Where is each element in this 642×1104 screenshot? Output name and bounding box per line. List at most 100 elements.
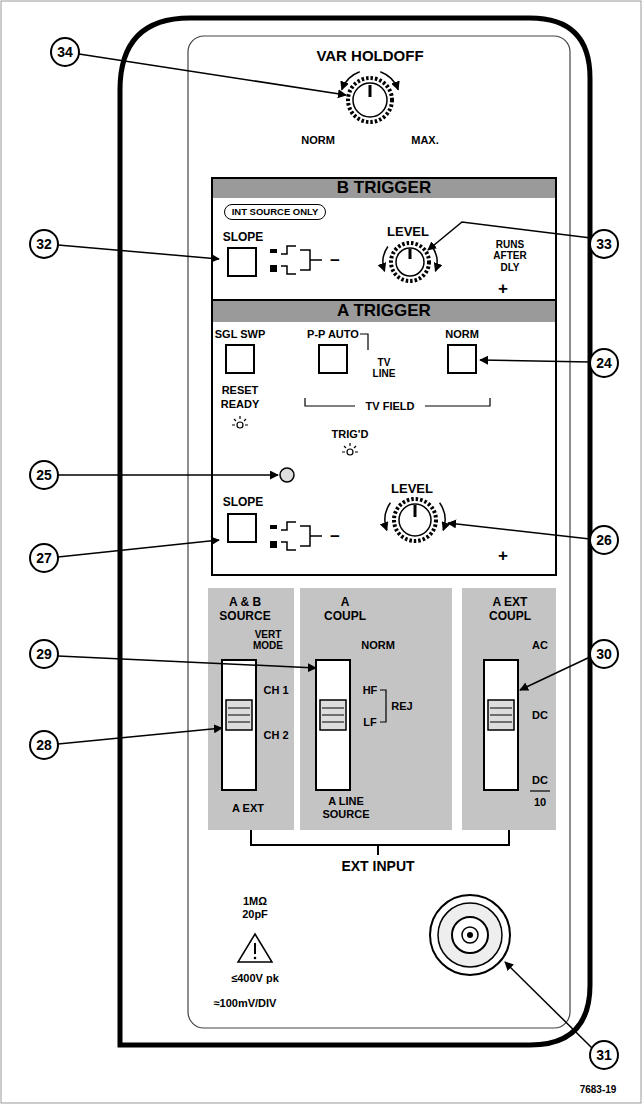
node-text: CH 2 — [263, 729, 288, 742]
leader-line — [58, 245, 219, 259]
reject-bracket — [380, 690, 386, 722]
panel-label: − — [330, 527, 340, 547]
knob-cap — [399, 504, 431, 536]
lamp-rays — [342, 443, 358, 452]
panel-label: RESET — [222, 384, 259, 397]
callout-number: 33 — [596, 236, 612, 252]
header-band — [212, 178, 556, 198]
leader-line — [58, 728, 222, 744]
node-text: HF — [363, 684, 378, 697]
tv-line-bracket — [360, 334, 368, 350]
panel-label: SGL SWP — [215, 328, 266, 341]
node-text: DC — [532, 774, 548, 787]
knob-cap — [353, 83, 387, 117]
panel-label: P-P AUTO — [307, 328, 359, 341]
panel-label: TV FIELD — [366, 400, 415, 413]
leader-line — [520, 657, 590, 690]
lamp-icon — [347, 449, 353, 455]
node-text: AC — [532, 639, 548, 652]
switch-panel: A COUPL NORM HF REJ LF A LINE SOURCE — [300, 588, 452, 830]
panel-label: ≈100mV/DIV — [214, 997, 277, 1010]
leader-line — [505, 962, 592, 1048]
bnc-ring — [452, 917, 488, 953]
bnc-ring — [462, 927, 478, 943]
leader-line — [79, 54, 346, 95]
switch-panel-ground — [300, 588, 452, 830]
callout-number: 28 — [36, 737, 52, 753]
knob-cap — [396, 248, 424, 276]
callout-number: 34 — [57, 44, 73, 60]
leader-line — [448, 523, 590, 539]
node-text: A COUPL — [319, 596, 371, 624]
callout-number: 32 — [36, 236, 52, 252]
node-text: A EXT COUPL — [482, 596, 538, 624]
callout-number: 24 — [596, 355, 612, 371]
node-text: B TRIGGER — [337, 178, 431, 198]
warning-triangle — [238, 934, 272, 962]
figure-number: 7683-19 — [580, 1084, 617, 1096]
callout-number: 29 — [36, 646, 52, 662]
panel-label: RUNS AFTER DLY — [489, 239, 531, 274]
node-text: CH 1 — [263, 684, 288, 697]
leader-line — [58, 540, 219, 557]
node-text: DC — [532, 709, 548, 722]
wire-stub — [377, 845, 379, 855]
callout-circle — [30, 461, 58, 489]
panel-label: LEVEL — [391, 482, 433, 497]
indicator-led — [280, 468, 294, 482]
panel-label: 1MΩ 20pF — [235, 895, 275, 920]
lever-grip — [490, 708, 512, 722]
panel-label: READY — [221, 398, 260, 411]
panel-label: LEVEL — [387, 225, 429, 240]
switch-panel-ground — [208, 588, 294, 830]
panel-label: NORM — [301, 134, 335, 147]
slide-switch — [484, 660, 518, 790]
callout-circle — [590, 640, 618, 668]
knob — [394, 499, 436, 541]
node-text: A & B SOURCE — [214, 596, 276, 624]
panel-label: EXT INPUT — [341, 858, 414, 874]
knob-pointer — [369, 85, 372, 97]
section-frame — [212, 300, 556, 575]
fraction-bar — [530, 790, 550, 791]
rotation-arrow — [342, 72, 360, 90]
slide-switch — [316, 660, 350, 790]
knob — [391, 243, 429, 281]
panel-label: SLOPE — [223, 496, 264, 510]
panel-label: ≤400V pk — [231, 972, 279, 985]
push-button — [228, 248, 256, 276]
leader-line — [58, 656, 316, 668]
bnc-connector — [430, 895, 510, 975]
node-text: REJ — [391, 700, 412, 713]
slide-switch — [222, 660, 256, 790]
panel-label: VAR HOLDOFF — [316, 47, 423, 64]
lever-grip — [322, 708, 344, 722]
callout-number: 30 — [596, 646, 612, 662]
knob-pointer — [409, 249, 412, 259]
node-text: NORM — [361, 639, 395, 652]
node-text: A LINE SOURCE — [315, 795, 377, 820]
slope-symbol — [281, 522, 322, 550]
node-text: LF — [363, 716, 376, 729]
node-text: VERT MODE — [248, 629, 288, 652]
node-text: A TRIGGER — [337, 301, 431, 321]
push-button — [448, 345, 476, 373]
lamp-icon — [237, 422, 243, 428]
callout-number: 25 — [36, 467, 52, 483]
panel-label: + — [498, 279, 508, 299]
push-button — [228, 514, 256, 542]
callout-circle — [590, 1041, 618, 1069]
trigger-section: A TRIGGER — [212, 300, 556, 575]
rotation-arrow — [380, 72, 398, 90]
knob-pointer — [414, 505, 417, 517]
callout-circle — [51, 38, 79, 66]
bnc-ring — [438, 903, 502, 967]
callout-circle — [30, 731, 58, 759]
slope-symbol — [281, 246, 322, 274]
node-text: 10 — [534, 796, 546, 809]
switch-lever — [320, 700, 346, 730]
